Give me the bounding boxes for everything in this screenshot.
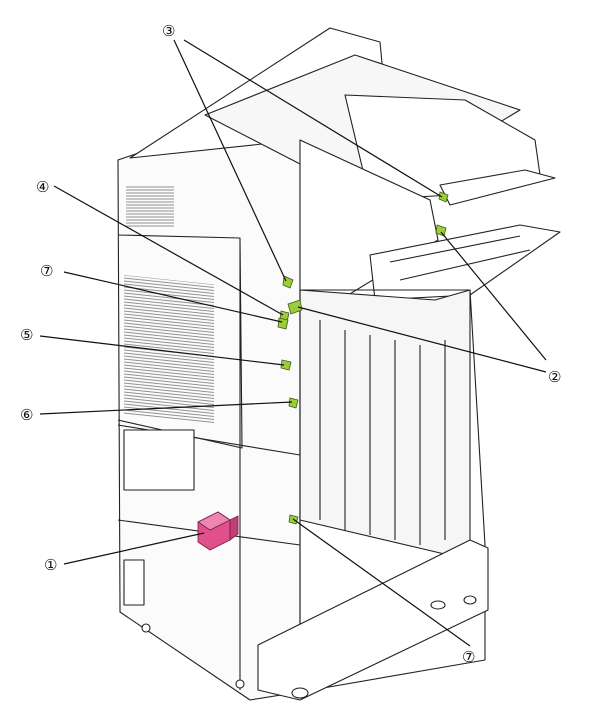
finisher-unit xyxy=(117,27,561,701)
callout-6: ⑥ xyxy=(20,406,33,424)
lower-plate xyxy=(123,429,195,491)
upper-vent xyxy=(126,186,174,228)
leader-6 xyxy=(39,401,293,415)
middle-vent xyxy=(124,275,214,425)
leader-1 xyxy=(63,532,205,565)
leader-7b xyxy=(292,518,471,647)
leader-lines xyxy=(39,39,547,647)
knob-5-icon xyxy=(280,359,292,371)
callout-3: ③ xyxy=(162,22,175,40)
callout-2: ② xyxy=(548,368,561,386)
label-plate xyxy=(123,559,145,606)
leader-5 xyxy=(39,335,285,366)
inner-rails xyxy=(319,320,446,545)
leader-2b xyxy=(297,306,547,373)
leader-4 xyxy=(53,185,284,316)
callout-5: ⑤ xyxy=(20,326,33,344)
callout-1: ① xyxy=(44,556,57,574)
knob-6-icon xyxy=(288,397,299,409)
finisher-base xyxy=(257,539,489,701)
stacker-tray xyxy=(369,224,561,301)
highlighted-parts xyxy=(197,191,449,551)
knob-1-icon xyxy=(197,511,239,551)
foot-left xyxy=(141,623,151,633)
lever-3b-icon xyxy=(438,191,449,203)
callout-7-lower: ⑦ xyxy=(462,648,475,666)
leader-2a xyxy=(440,231,547,361)
lever-7a-icon xyxy=(277,317,289,330)
caster-right xyxy=(430,600,446,610)
callout-4: ④ xyxy=(36,178,49,196)
leader-3a xyxy=(173,39,287,282)
lever-2a-icon xyxy=(435,224,447,237)
lever-2b-icon xyxy=(287,299,303,315)
callout-labels: ① ② ③ ④ ⑤ ⑥ ⑦ ⑦ xyxy=(20,22,561,666)
leader-7a xyxy=(63,271,283,323)
callout-7-upper: ⑦ xyxy=(40,262,53,280)
leader-3b xyxy=(183,39,443,198)
foot-right xyxy=(235,679,245,689)
caster-back xyxy=(463,595,477,605)
caster-left xyxy=(291,687,309,699)
